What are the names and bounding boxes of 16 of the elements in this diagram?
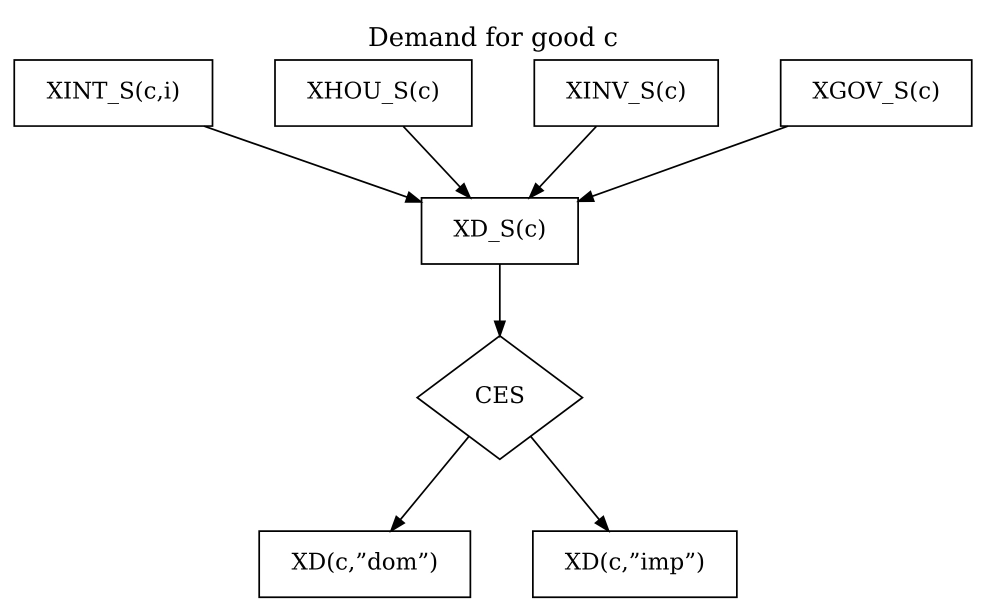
arrow	[402, 125, 472, 200]
arrow	[204, 124, 424, 202]
node-diamond: CES	[416, 334, 584, 460]
node-box: XD(c,”dom”)	[258, 530, 472, 598]
arrow	[576, 124, 788, 202]
arrow	[528, 125, 597, 200]
node-box: XINV_S(c)	[533, 58, 720, 126]
node-box: XD_S(c)	[420, 196, 579, 264]
arrow	[530, 436, 610, 532]
node-box: XINT_S(c,i)	[13, 58, 214, 126]
node-box: XGOV_S(c)	[780, 58, 973, 126]
diagram-title: Demand for good c	[368, 22, 618, 53]
arrow	[494, 264, 506, 338]
node-box: XHOU_S(c)	[274, 58, 473, 126]
arrow	[389, 436, 470, 532]
node-box: XD(c,”imp”)	[532, 530, 738, 598]
